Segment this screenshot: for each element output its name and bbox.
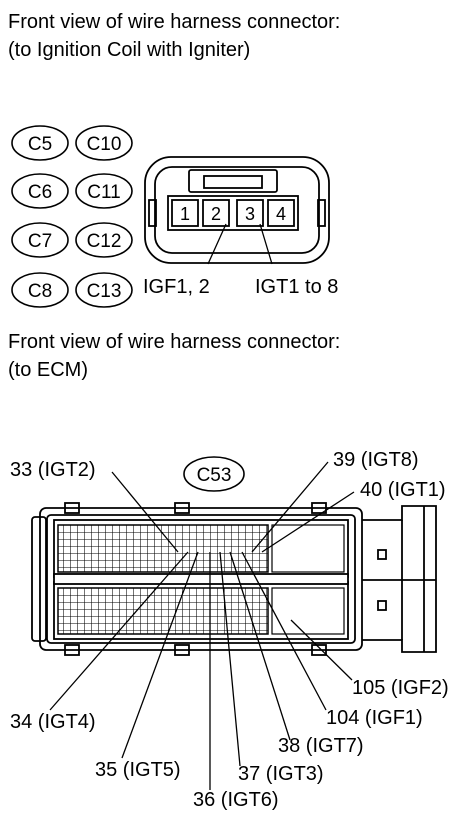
- coil-pin-1: 1: [180, 204, 190, 224]
- label-104-igf1: 104 (IGF1): [326, 707, 423, 729]
- code-c53: C53: [197, 465, 232, 486]
- code-c7: C7: [28, 231, 52, 252]
- ecm-lower-terminal-grid: [57, 587, 269, 635]
- label-igf: IGF1, 2: [143, 276, 210, 298]
- label-37-igt3: 37 (IGT3): [238, 763, 324, 785]
- coil-pin-4: 4: [276, 204, 286, 224]
- ecm-leader-lines: [49, 461, 355, 790]
- label-33-igt2: 33 (IGT2): [10, 459, 96, 481]
- coil-pin-3: 3: [245, 204, 255, 224]
- label-36-igt6: 36 (IGT6): [193, 789, 279, 811]
- leader-igt: [259, 223, 273, 265]
- code-c5: C5: [28, 134, 52, 155]
- label-38-igt7: 38 (IGT7): [278, 735, 364, 757]
- ecm-code-oval: [183, 456, 245, 492]
- ecm-lower-blank-area: [271, 587, 345, 635]
- label-34-igt4: 34 (IGT4): [10, 711, 96, 733]
- label-39-igt8: 39 (IGT8): [333, 449, 419, 471]
- ecm-connector-body: [31, 502, 437, 656]
- label-igt: IGT1 to 8: [255, 276, 338, 298]
- code-c11: C11: [87, 182, 120, 203]
- code-c10: C10: [87, 134, 122, 155]
- label-105-igf2: 105 (IGF2): [352, 677, 449, 699]
- ecm-upper-terminal-grid: [57, 524, 269, 573]
- ecm-upper-blank-area: [271, 524, 345, 573]
- label-35-igt5: 35 (IGT5): [95, 759, 181, 781]
- code-c12: C12: [87, 231, 122, 252]
- ecm-caption-line2: (to ECM): [8, 359, 88, 381]
- leader-igf: [207, 223, 227, 265]
- label-40-igt1: 40 (IGT1): [360, 479, 446, 501]
- coil-connector-body: [144, 156, 330, 264]
- coil-caption-line1: Front view of wire harness connector:: [8, 11, 341, 33]
- code-c6: C6: [28, 182, 52, 203]
- coil-caption-line2: (to Ignition Coil with Igniter): [8, 39, 251, 61]
- code-c13: C13: [87, 281, 122, 302]
- coil-code-list: C5 C6 C7 C8 C10 C11 C12 C13: [11, 125, 133, 308]
- code-c8: C8: [28, 281, 52, 302]
- ecm-caption-line1: Front view of wire harness connector:: [8, 331, 341, 353]
- coil-pin-2: 2: [211, 204, 221, 224]
